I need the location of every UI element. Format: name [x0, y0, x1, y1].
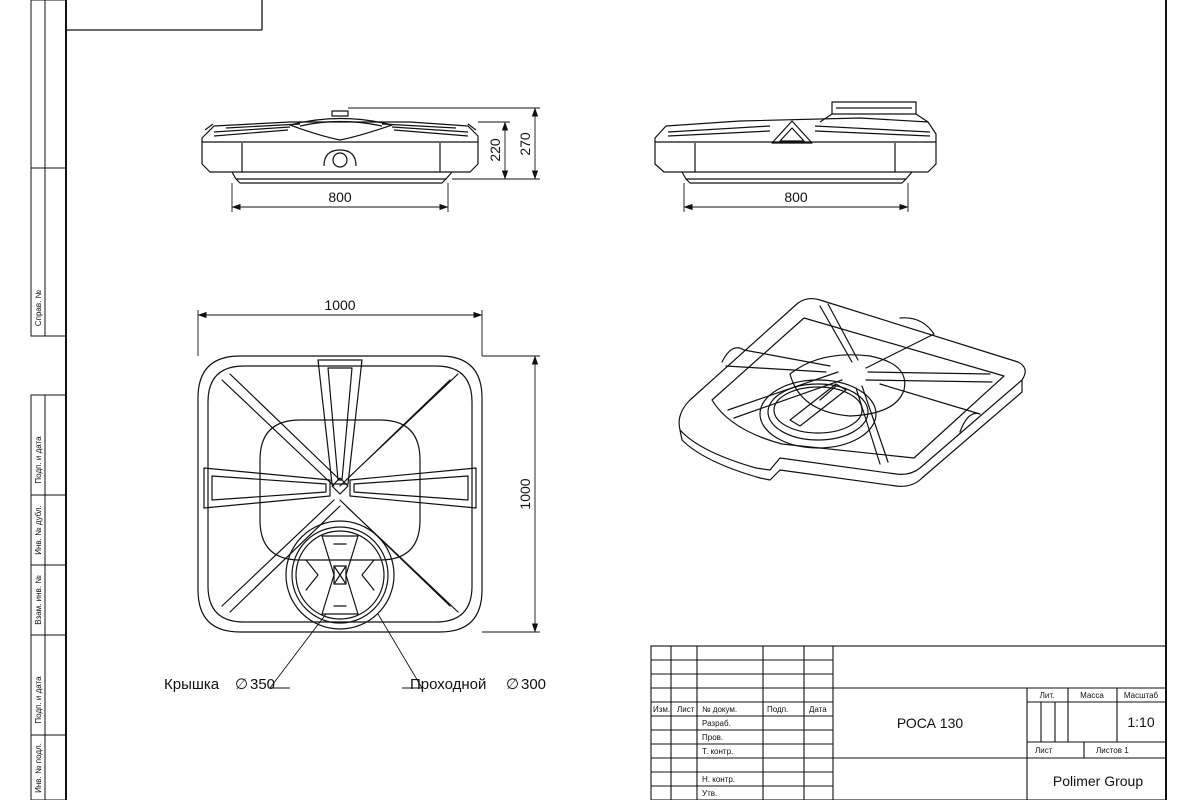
- col-header-signature: Подп.: [767, 705, 788, 714]
- sheet-label: Лист: [1035, 746, 1053, 755]
- role-developed: Разраб.: [702, 719, 731, 728]
- manhole-diameter-symbol: ∅: [506, 676, 519, 693]
- product-designation: РОСА 130: [897, 715, 964, 731]
- side-width-dimension: 800: [784, 189, 808, 205]
- dimension-lines: [197, 107, 909, 689]
- scale-label: Масштаб: [1124, 691, 1159, 700]
- col-header-date: Дата: [809, 705, 827, 714]
- side-field-sign-date-1: Подп. и дата: [34, 436, 43, 484]
- role-norm-control: Н. контр.: [702, 775, 735, 784]
- col-header-sheet: Лист: [677, 705, 695, 714]
- side-stamp: Справ. № Подп. и дата Инв. № дубл. Взам.…: [30, 0, 67, 800]
- top-width-dimension: 1000: [324, 297, 355, 313]
- top-view: [197, 355, 483, 633]
- sheets-count-label: Листов 1: [1096, 746, 1129, 755]
- mass-label: Масса: [1080, 691, 1104, 700]
- role-tech-control: Т. контр.: [702, 747, 733, 756]
- side-field-orig-inv: Инв. № подл.: [34, 743, 43, 793]
- front-view: [201, 110, 479, 184]
- company-name: Polimer Group: [1053, 773, 1143, 789]
- side-field-sign-date-2: Подп. и дата: [34, 676, 43, 724]
- col-header-doc-number: № докум.: [702, 705, 737, 714]
- manhole-callout-label: Проходной: [410, 676, 486, 693]
- front-height-dimension-220: 220: [487, 138, 503, 162]
- col-header-change: Изм.: [653, 705, 670, 714]
- side-field-replaced-inv: Взам. инв. №: [34, 575, 43, 625]
- isometric-view: [678, 297, 1026, 487]
- lid-callout: Крышка ∅ 350: [164, 676, 275, 693]
- lit-label: Лит.: [1040, 691, 1055, 700]
- side-field-dup-inv: Инв. № дубл.: [34, 505, 43, 555]
- title-block: Изм. Лист № докум. Подп. Дата Разраб. Пр…: [650, 645, 1167, 800]
- lid-callout-label: Крышка: [164, 676, 220, 693]
- manhole-callout: Проходной ∅ 300: [410, 676, 546, 693]
- side-view: [654, 101, 937, 184]
- front-height-dimension-270: 270: [517, 132, 533, 156]
- lid-diameter-value: 350: [250, 676, 275, 693]
- side-field-ref: Справ. №: [34, 289, 43, 326]
- role-checked: Пров.: [702, 733, 723, 742]
- lid-diameter-symbol: ∅: [235, 676, 248, 693]
- scale-value: 1:10: [1127, 714, 1154, 730]
- sheet-frame: [65, 0, 1167, 800]
- top-height-dimension: 1000: [517, 478, 533, 509]
- role-approved: Утв.: [702, 789, 717, 798]
- front-width-dimension: 800: [328, 189, 352, 205]
- manhole-diameter-value: 300: [521, 676, 546, 693]
